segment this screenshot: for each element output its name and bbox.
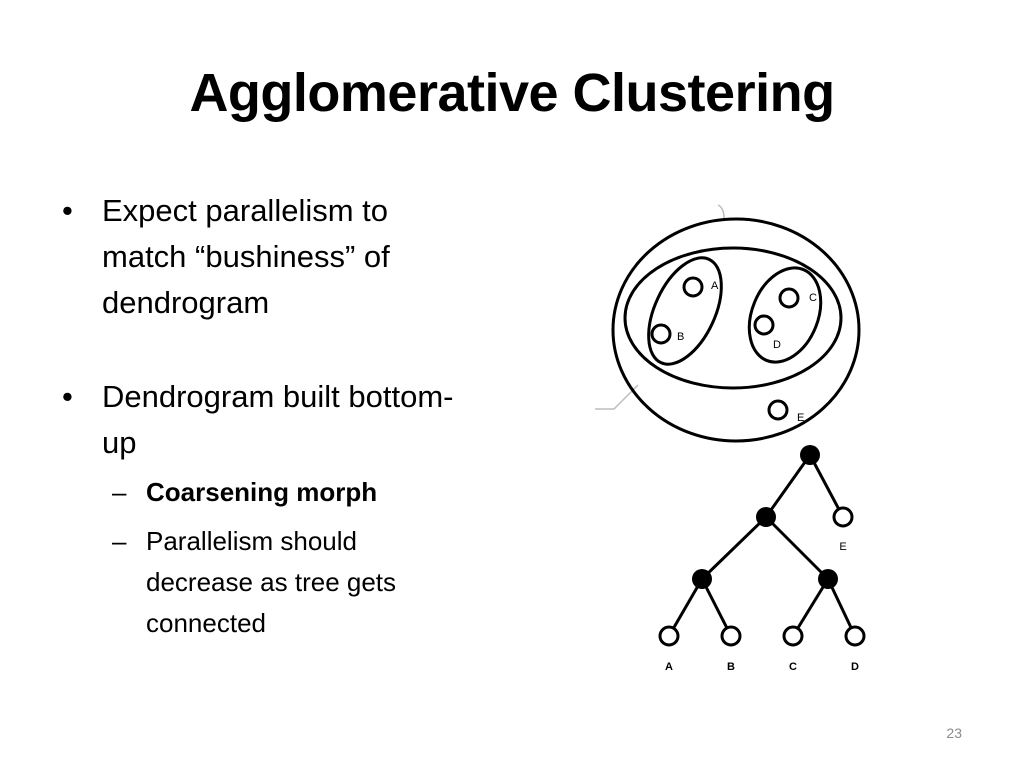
tree-label: C	[789, 661, 797, 673]
point-label: B	[677, 331, 684, 343]
point-label: C	[809, 292, 817, 304]
bracket-line	[595, 384, 639, 410]
tree-label: E	[839, 541, 846, 553]
bullet-text: Expect parallelism to match “bushiness” …	[102, 193, 390, 320]
tree-edge	[764, 454, 812, 518]
tree-edge	[791, 578, 830, 637]
bracket-line	[717, 204, 725, 220]
sub-bullet-item: – Parallelism should decrease as tree ge…	[62, 521, 462, 644]
page-number: 23	[946, 725, 962, 741]
tree-leaf-c	[782, 625, 804, 647]
tree-leaf-e	[832, 506, 854, 528]
slide-title: Agglomerative Clustering	[189, 63, 835, 123]
sub-bullet-text: Parallelism should decrease as tree gets…	[146, 526, 397, 638]
sub-bullet-item: – Coarsening morph	[62, 472, 462, 513]
tree-node-root	[800, 445, 820, 465]
tree-edge	[700, 578, 733, 637]
tree-leaf-b	[720, 625, 742, 647]
bullet-item: • Expect parallelism to match “bushiness…	[62, 188, 462, 326]
tree-edge	[808, 454, 845, 518]
cluster-ellipse-ab	[647, 256, 723, 366]
tree-node-ab	[692, 569, 712, 589]
point-c	[778, 287, 800, 309]
bullet-text: Dendrogram built bottom-up	[102, 379, 454, 460]
cluster-ellipse-middle	[623, 246, 843, 390]
point-b	[650, 323, 672, 345]
tree-label: B	[727, 661, 735, 673]
tree-label: A	[665, 661, 673, 673]
bullet-list: • Expect parallelism to match “bushiness…	[62, 188, 462, 644]
clustering-diagram: A B C D E E A B C D	[595, 204, 866, 673]
point-label: E	[797, 412, 804, 424]
sub-bullet-text: Coarsening morph	[146, 477, 378, 507]
bullet-dot-icon: •	[62, 379, 73, 414]
bullet-item: • Dendrogram built bottom-up	[62, 374, 462, 466]
tree-edge	[700, 515, 768, 581]
point-label: A	[711, 280, 719, 292]
point-a	[682, 276, 704, 298]
dash-icon: –	[112, 526, 127, 556]
tree-node-cd	[818, 569, 838, 589]
tree-node-abcd	[756, 507, 776, 527]
tree-edge	[667, 578, 704, 637]
bullet-dot-icon: •	[62, 193, 73, 228]
cluster-ellipse-outer	[611, 217, 861, 443]
point-d	[753, 314, 775, 336]
cluster-ellipse-cd	[747, 266, 823, 364]
tree-label: D	[851, 661, 859, 673]
tree-edge	[826, 578, 857, 637]
point-label: D	[773, 339, 781, 351]
tree-leaf-a	[658, 625, 680, 647]
tree-edge	[764, 515, 830, 581]
tree-leaf-d	[844, 625, 866, 647]
dash-icon: –	[112, 477, 127, 507]
dendrogram-edges	[667, 454, 857, 637]
point-e	[767, 399, 789, 421]
